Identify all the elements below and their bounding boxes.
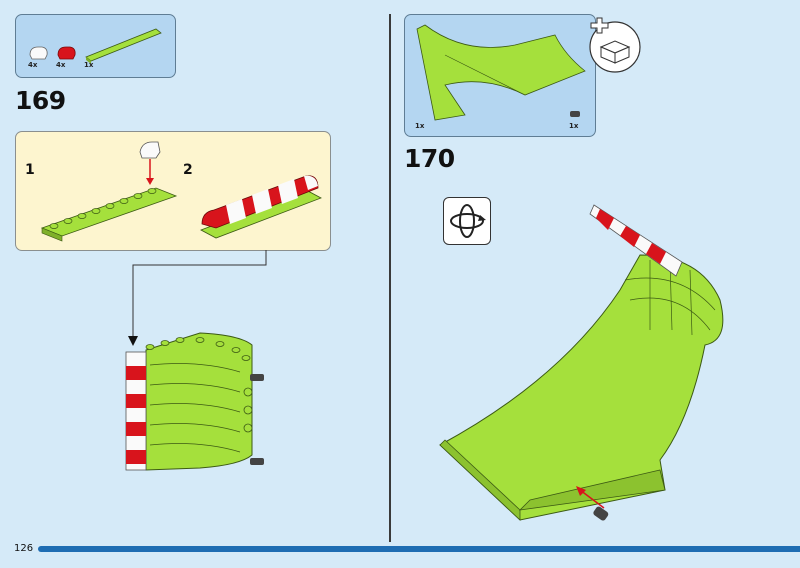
red-slope-icon xyxy=(57,46,76,60)
lime-plate xyxy=(40,187,178,242)
step-number-169: 169 xyxy=(15,86,66,115)
white-slope-icon xyxy=(29,46,48,60)
parts-box-169: 4x 4x 1x xyxy=(15,14,176,78)
part-qty: 1x xyxy=(569,122,579,130)
pin-icon xyxy=(250,374,264,465)
add-to-model-icon xyxy=(589,17,641,73)
red-arrow xyxy=(576,486,605,509)
pin-icon xyxy=(570,111,580,117)
red-arrow xyxy=(146,159,154,185)
lime-plate-icon xyxy=(85,28,162,64)
part-qty: 4x xyxy=(28,61,38,69)
striped-plate xyxy=(200,175,322,239)
column-divider xyxy=(389,14,391,542)
part-qty: 1x xyxy=(415,122,425,130)
page-footer-bar xyxy=(38,546,800,552)
page-number: 126 xyxy=(14,543,34,554)
substep-number: 1 xyxy=(25,162,35,178)
step-number-170: 170 xyxy=(404,144,455,173)
parts-illustration xyxy=(416,24,586,121)
substep-illustrations xyxy=(40,141,322,242)
striped-column xyxy=(125,351,147,471)
substep-box: 1 2 xyxy=(15,131,331,251)
white-slope-piece xyxy=(139,141,161,159)
substep-number: 2 xyxy=(183,162,193,178)
part-qty: 1x xyxy=(84,61,94,69)
striped-column xyxy=(589,204,683,277)
part-qty: 4x xyxy=(56,61,66,69)
rotate-model-icon xyxy=(443,197,491,245)
parts-illustration xyxy=(29,28,162,64)
parts-box-170: 1x 1x xyxy=(404,14,596,137)
pin-icon xyxy=(593,506,609,521)
